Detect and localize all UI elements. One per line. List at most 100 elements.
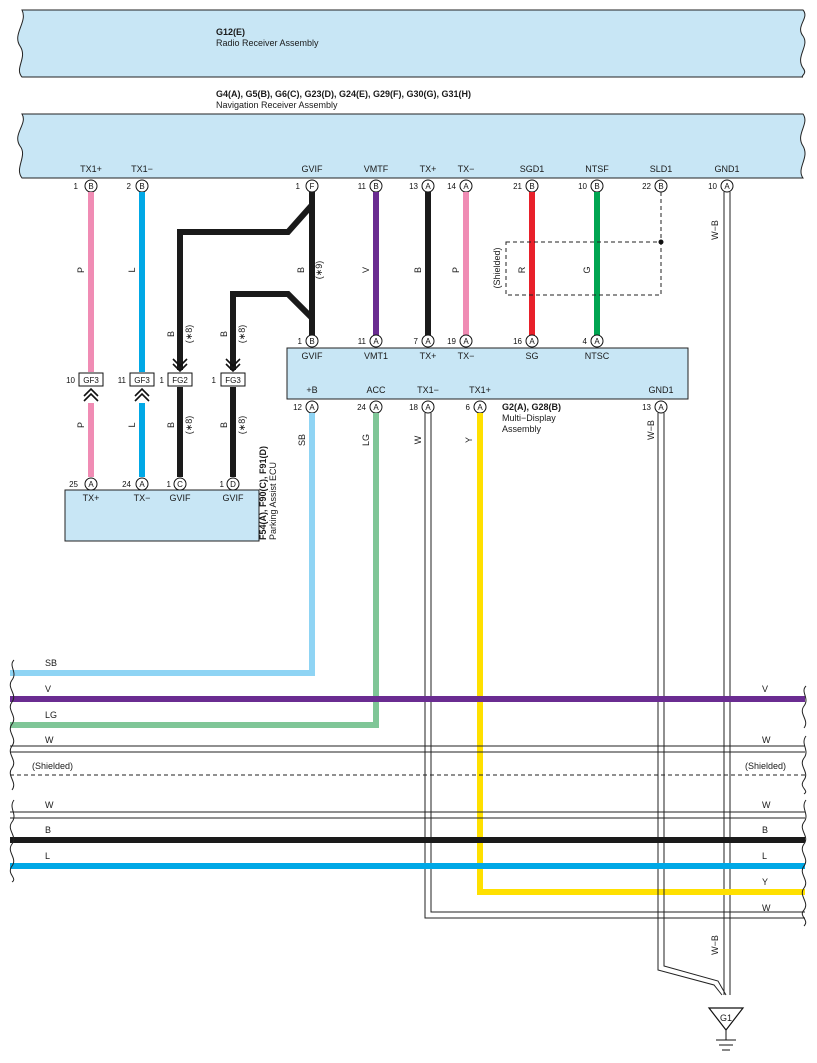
bus-label-left: B <box>45 825 51 835</box>
nav-pin-label: VMTF <box>364 164 389 174</box>
pin-marker <box>173 477 187 491</box>
wire-color-r: R <box>517 266 527 273</box>
nav-pin-number: 13 <box>409 182 418 191</box>
radio-receiver-code: G12(E) <box>216 27 245 37</box>
wire-color-b: B <box>166 422 176 428</box>
wire-color-l: L <box>127 422 137 427</box>
pin-marker <box>226 477 240 491</box>
wire-color-wb: W−B <box>710 220 720 240</box>
md-top-pin: 11 A VMT1 <box>358 334 388 361</box>
md-pin-conn: A <box>658 403 664 412</box>
md-pin-label: TX1− <box>417 385 439 395</box>
md-pin-conn: A <box>373 337 379 346</box>
parking-pins: 25 A TX+ 24 A TX− 1 C GVIF 1 D GVIF <box>69 477 244 503</box>
pin-marker <box>654 400 668 414</box>
pin-marker <box>525 334 539 348</box>
md-pin-label: ACC <box>366 385 386 395</box>
md-pin-number: 6 <box>466 403 471 412</box>
pin-marker <box>421 400 435 414</box>
break-marks <box>9 659 807 927</box>
nav-pin-label: TX+ <box>420 164 437 174</box>
nav-pin-conn: A <box>425 182 431 191</box>
bus-label-left: W <box>45 735 54 745</box>
bus-label-right: Y <box>762 877 768 887</box>
pin-marker <box>305 334 319 348</box>
wire-color-lg: LG <box>361 434 371 446</box>
connector-gf3-10: 10 GF3 <box>66 372 104 402</box>
bus-label-right: W <box>762 800 771 810</box>
connector-box <box>167 372 193 387</box>
inline-connectors: 10 GF3 11 GF3 1 FG2 1 FG3 <box>66 358 246 402</box>
wire-color-w: W <box>413 435 423 444</box>
md-pin-number: 4 <box>583 337 588 346</box>
bus-label-left: SB <box>45 658 57 668</box>
md-top-pin: 16 A SG <box>513 334 539 361</box>
parking-pin: 24 A TX− <box>122 477 150 503</box>
pin-marker <box>369 334 383 348</box>
chevron-icon <box>172 358 188 373</box>
wire-color-b: B <box>413 267 423 273</box>
md-pin-number: 11 <box>358 337 367 346</box>
nav-pin: NTSF 10 B <box>578 164 609 193</box>
wire-gvif-fg2 <box>177 192 315 370</box>
bus-label-right: L <box>762 851 767 861</box>
md-pin-number: 1 <box>298 337 303 346</box>
wire-note-8: (∗8) <box>184 325 194 344</box>
parking-pin-number: 1 <box>167 480 172 489</box>
md-pin-conn: A <box>425 403 431 412</box>
md-pin-number: 12 <box>293 403 302 412</box>
nav-pin-label: TX− <box>458 164 475 174</box>
connector-box <box>78 372 104 387</box>
md-pin-number: 18 <box>409 403 418 412</box>
md-bottom-pin: +B 12 A <box>293 385 319 414</box>
wire-note-9: (∗9) <box>314 261 324 280</box>
parking-pin-number: 24 <box>122 480 131 489</box>
ground-label: G1 <box>720 1013 732 1023</box>
nav-pin: GND1 10 A <box>708 164 740 193</box>
pin-marker <box>421 334 435 348</box>
md-top-pins: 1 B GVIF 11 A VMT1 7 A TX+ 19 A TX− 16 A <box>298 334 610 361</box>
connector-pin: 1 <box>160 376 165 385</box>
parking-assist-box <box>64 489 260 542</box>
md-pin-conn: A <box>373 403 379 412</box>
shield-label: (Shielded) <box>492 247 502 288</box>
md-pin-conn: A <box>477 403 483 412</box>
right-break-3 <box>801 799 807 927</box>
md-pin-number: 13 <box>642 403 651 412</box>
parking-pin-conn: A <box>139 480 145 489</box>
nav-pin-conn: F <box>310 182 315 191</box>
chevron-icon <box>83 387 99 402</box>
md-pin-label: TX1+ <box>469 385 491 395</box>
shield-box <box>505 241 662 296</box>
md-top-pin: 4 A NTSC <box>583 334 610 361</box>
wire-w-tx1-minus-a <box>424 413 805 919</box>
wire-gnd1-md-b <box>663 413 727 996</box>
right-break-1 <box>801 685 807 729</box>
wire-color-g: G <box>582 266 592 273</box>
md-pin-label: GND1 <box>648 385 673 395</box>
parking-pin-conn: A <box>88 480 94 489</box>
nav-pin: SLD1 22 B <box>642 164 672 193</box>
parking-pin: 25 A TX+ <box>69 477 99 503</box>
wire-color-b: B <box>296 267 306 273</box>
parking-pin: 1 C GVIF <box>167 477 191 503</box>
md-pin-number: 16 <box>513 337 522 346</box>
connector-gf3-11: 11 GF3 <box>118 372 155 402</box>
multi-display-name-2: Assembly <box>502 424 542 434</box>
md-bottom-pin: GND1 13 A <box>642 385 674 414</box>
bus-labels: SB V V LG W W (Shielded) (Shielded) W W … <box>32 658 786 913</box>
md-pin-label: SG <box>525 351 538 361</box>
nav-pin-number: 2 <box>127 182 132 191</box>
parking-assist-name: Parking Assist ECU <box>268 462 278 540</box>
ground-triangle-icon <box>707 1007 745 1031</box>
md-bottom-pin: TX1− 18 A <box>409 385 439 414</box>
nav-pin-number: 21 <box>513 182 522 191</box>
md-pin-conn: A <box>309 403 315 412</box>
wire-lg <box>10 413 379 728</box>
bus-label-right: W <box>762 735 771 745</box>
connector-box <box>129 372 155 387</box>
pin-marker <box>459 334 473 348</box>
bus-label-left: V <box>45 684 51 694</box>
connector-name: GF3 <box>134 376 150 385</box>
nav-pin-number: 14 <box>447 182 456 191</box>
